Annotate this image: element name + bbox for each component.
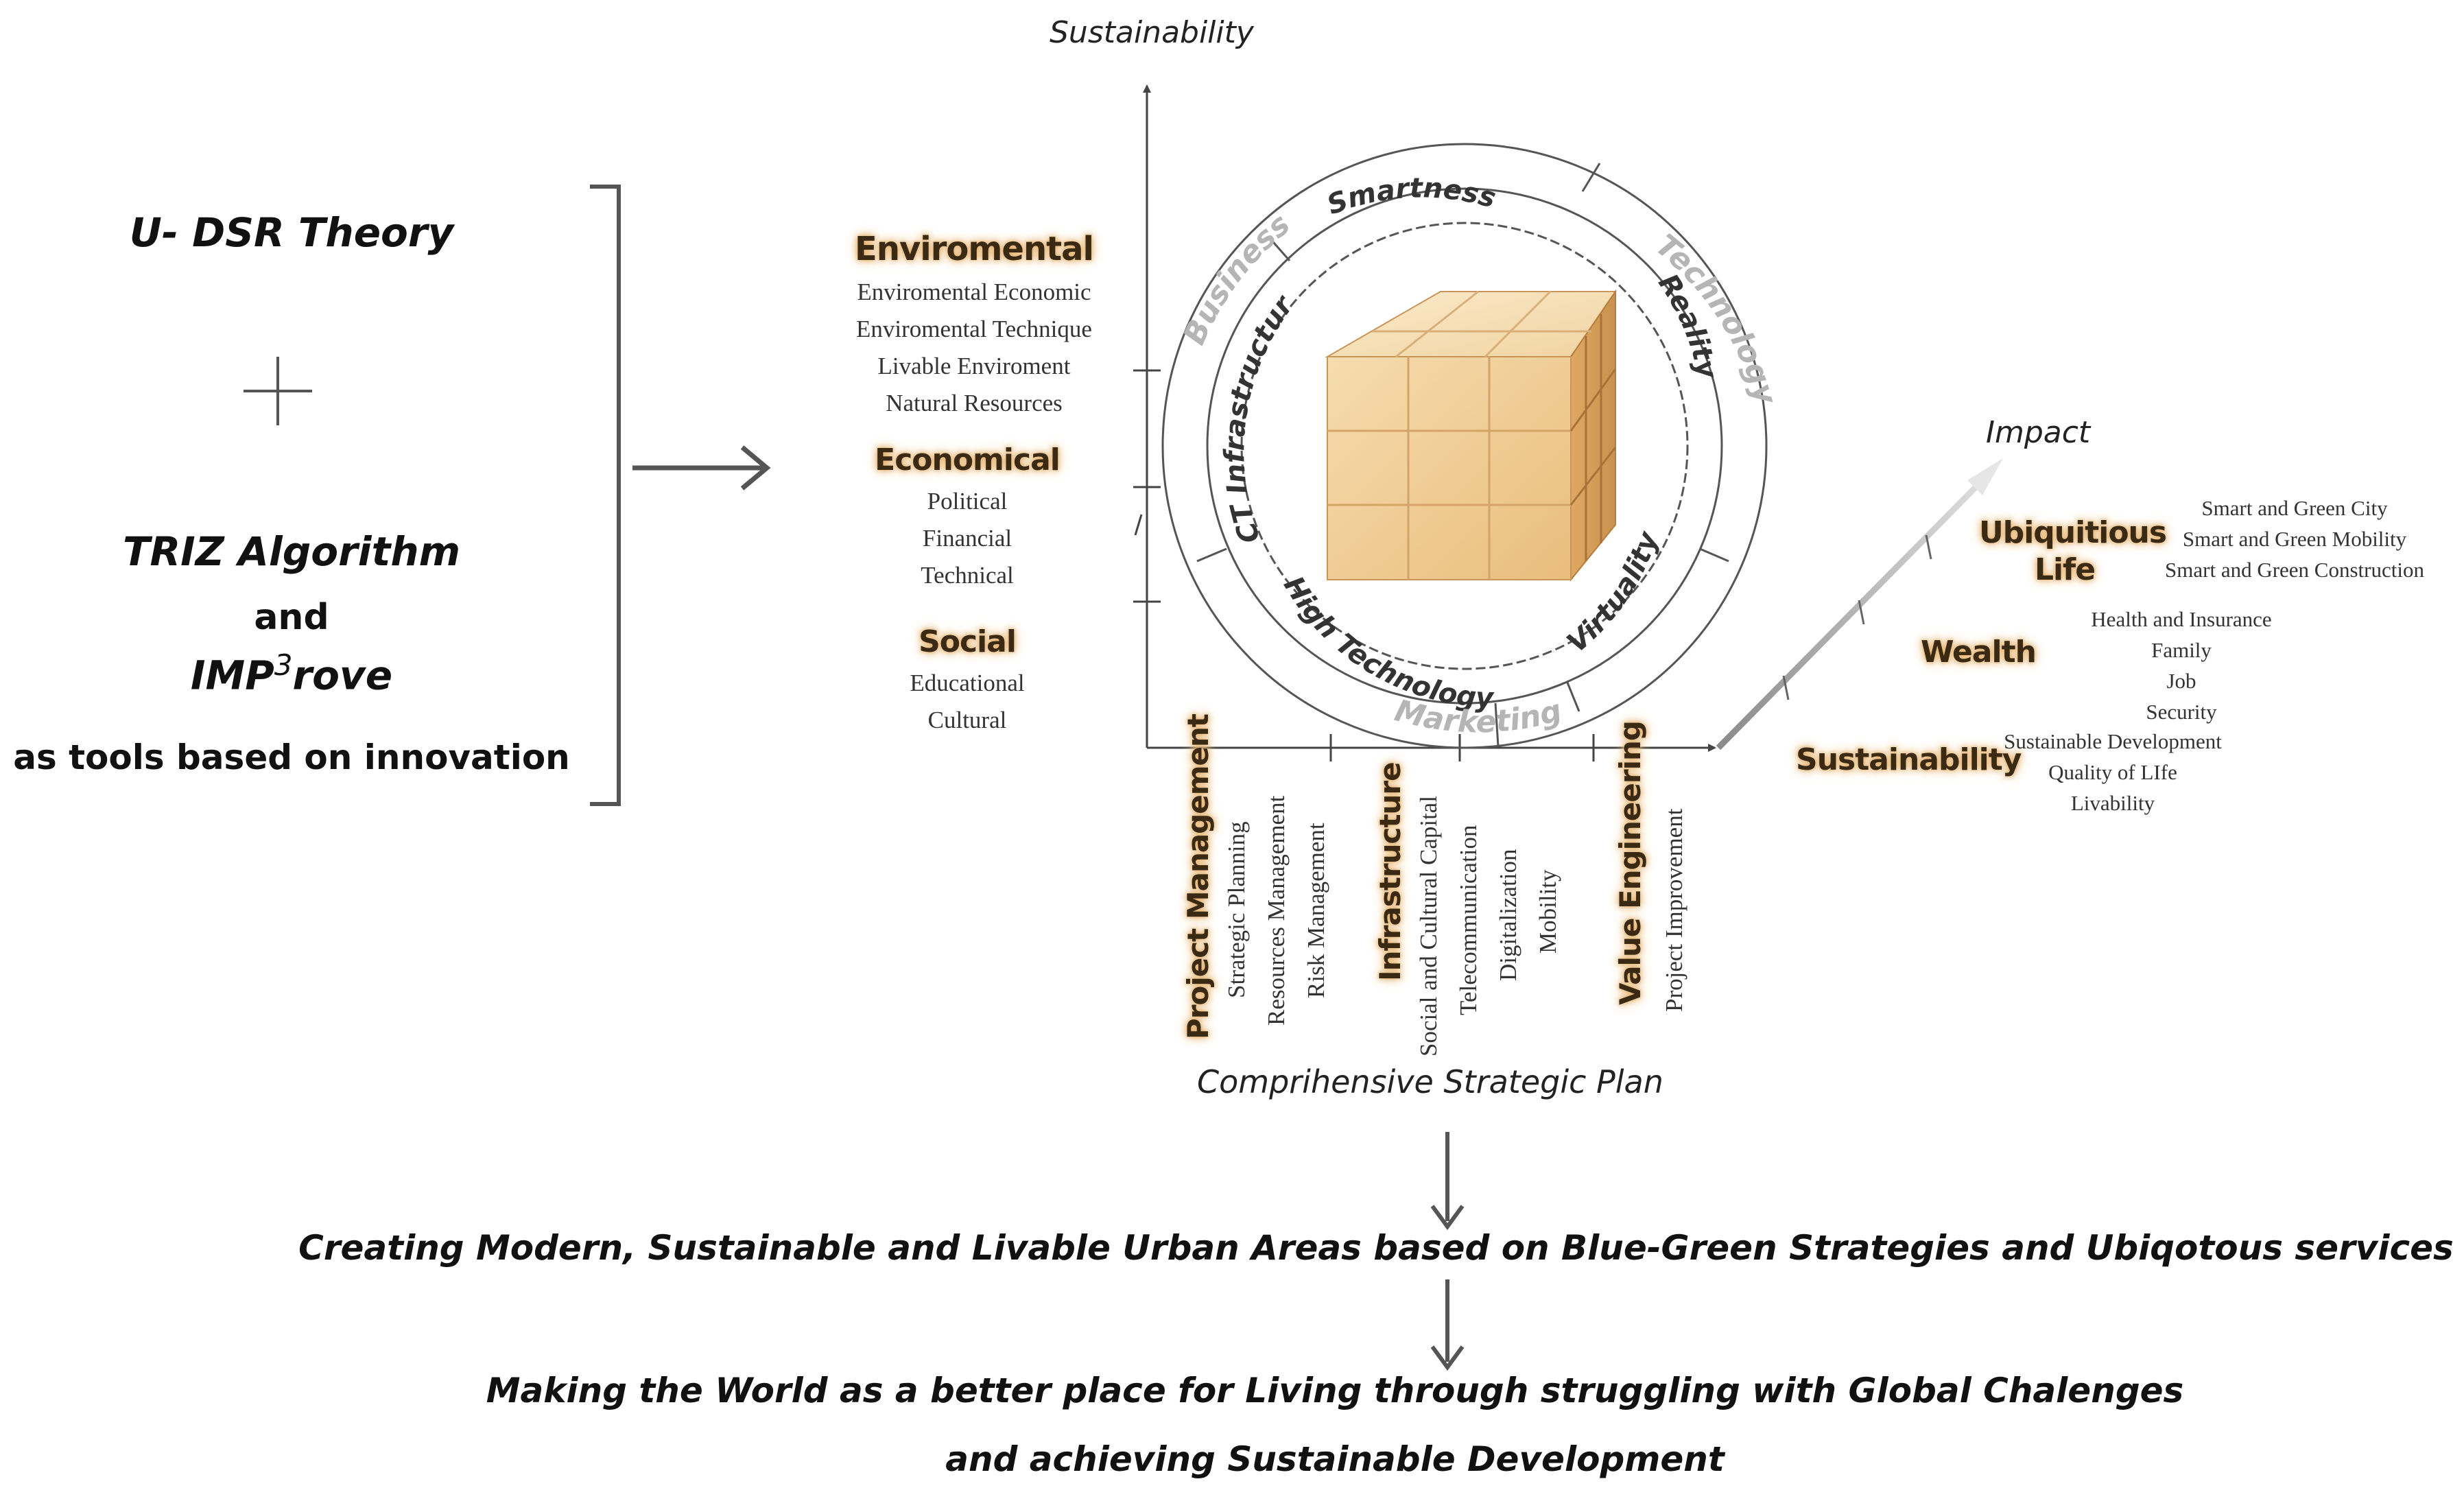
list-item: Livability	[2070, 791, 2155, 815]
group-title: Enviromental	[855, 230, 1094, 268]
bracket	[590, 185, 621, 806]
ring-label-technology: Technology	[1649, 228, 1784, 410]
list-item: Health and Insurance	[2091, 607, 2272, 631]
group-title: Social	[919, 624, 1017, 659]
group-value-engineering: Value Engineering Project Improvement	[1609, 721, 1696, 1012]
list-item: Enviromental Technique	[856, 316, 1092, 342]
outcome-line-2: Making the World as a better place for L…	[486, 1371, 2184, 1410]
list-item: Family	[2151, 638, 2212, 662]
improve-label: IMP3rove	[190, 648, 393, 699]
axis-label-strategic-plan: Comprihensive Strategic Plan	[1197, 1063, 1663, 1100]
group-infrastructure: Infrastructure Social and Cultural Capit…	[1372, 762, 1568, 1056]
list-item: Mobility	[1535, 869, 1561, 954]
list-item: Sustainable Development	[2004, 729, 2222, 753]
list-item: Smart and Green Mobility	[2182, 527, 2407, 551]
list-item: Risk Management	[1303, 823, 1329, 998]
axis-label-sustainability: Sustainability	[1050, 15, 1254, 50]
list-item: Cultural	[927, 707, 1007, 733]
ring-label-high-technology: High Technology	[1277, 571, 1495, 714]
outcome-line-1: Creating Modern, Sustainable and Livable…	[298, 1228, 2454, 1268]
list-item: Technical	[921, 562, 1014, 589]
list-item: Natural Resources	[886, 390, 1063, 416]
list-item: Project Improvement	[1661, 808, 1687, 1012]
list-item: Job	[2166, 669, 2196, 693]
list-item: Financial	[922, 525, 1012, 552]
theory-label: U- DSR Theory	[129, 209, 454, 256]
group-social: Social Educational Cultural	[857, 624, 1077, 739]
list-item: Livable Enviroment	[877, 353, 1071, 379]
inner-ring	[1206, 187, 1723, 705]
list-item: Strategic Planning	[1223, 821, 1250, 998]
plus-icon	[244, 357, 312, 425]
impact-axis	[1716, 471, 1992, 751]
ring-label-smartness: Smartness	[1323, 172, 1500, 221]
impact-list-wealth: Health and Insurance Family Job Security	[2058, 604, 2305, 727]
group-project-management: Project Management Strategic Planning Re…	[1180, 714, 1336, 1039]
list-item: Political	[927, 488, 1008, 515]
outcome-line-3: and achieving Sustainable Development	[945, 1439, 1725, 1479]
outer-ring	[1161, 143, 1768, 749]
group-title: Value Engineering	[1613, 721, 1647, 1005]
group-title: Infrastructure	[1373, 762, 1407, 981]
list-item: Educational	[910, 670, 1025, 696]
group-enviromental: Enviromental Enviromental Economic Envir…	[823, 230, 1125, 422]
list-item: Quality of LIfe	[2048, 760, 2177, 784]
list-item: Social and Cultural Capital	[1415, 795, 1442, 1056]
list-item: Enviromental Economic	[857, 279, 1091, 305]
cube-icon	[1325, 289, 1617, 582]
list-item: Telecommunication	[1455, 825, 1482, 1015]
list-item: Digitalization	[1495, 849, 1521, 981]
list-item: Security	[2146, 700, 2217, 724]
list-item: Smart and Green Construction	[2165, 558, 2424, 582]
impact-list-sustainability: Sustainable Development Quality of LIfe …	[1976, 726, 2250, 818]
list-item: Resources Management	[1263, 795, 1290, 1026]
triz-label: TRIZ Algorithm	[122, 528, 461, 575]
tools-note: as tools based on innovation	[13, 737, 570, 777]
impact-title-sustainability: Sustainability	[1796, 742, 2022, 777]
impact-title-wealth: Wealth	[1921, 635, 2037, 670]
impact-list-ubiquitious: Smart and Green City Smart and Green Mob…	[2137, 493, 2452, 585]
group-economical: Economical Political Financial Technical	[830, 442, 1104, 594]
list-item: Smart and Green City	[2201, 496, 2388, 520]
and-label: and	[254, 597, 329, 638]
axis-label-impact: Impact	[1986, 415, 2091, 450]
group-title: Economical	[875, 442, 1061, 477]
group-title: Project Management	[1181, 714, 1215, 1039]
